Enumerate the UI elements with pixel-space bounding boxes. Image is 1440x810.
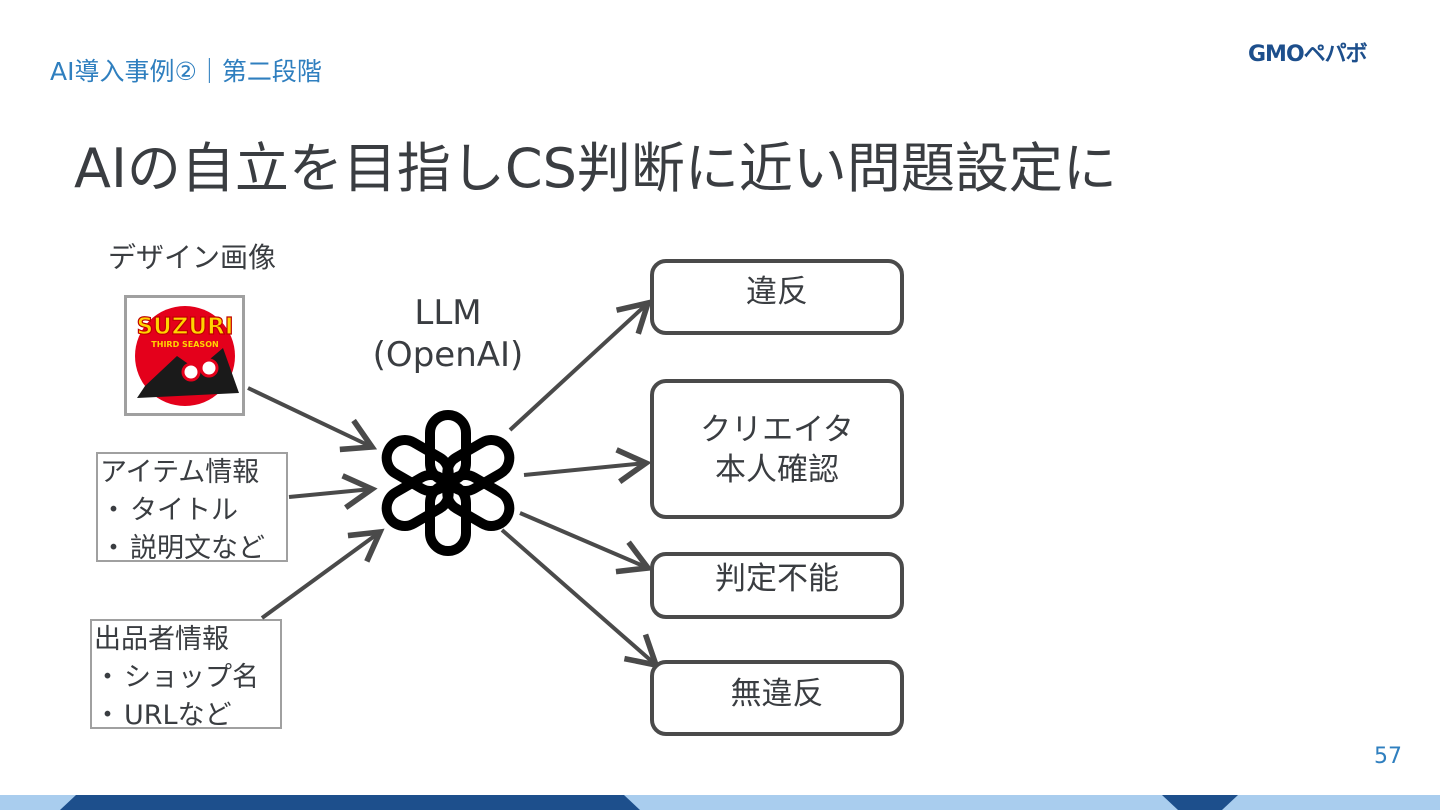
seller-info-bullet: ショップ名 bbox=[124, 662, 259, 693]
output-label: 判定不能 bbox=[715, 561, 839, 597]
arrow-llm-to-violation bbox=[508, 299, 653, 432]
company-logo: GMOペパボ bbox=[1248, 42, 1368, 67]
item-info-bullet: タイトル bbox=[130, 495, 238, 526]
bullet-mark: ・ bbox=[94, 700, 121, 731]
item-info-heading: アイテム情報 bbox=[100, 457, 260, 488]
bullet-mark: ・ bbox=[100, 495, 127, 526]
output-label: 違反 bbox=[746, 274, 808, 310]
arrow-design-to-llm bbox=[247, 386, 378, 453]
output-box-undeterminable: 判定不能 bbox=[650, 552, 904, 619]
seller-info-bullet: URLなど bbox=[124, 700, 232, 731]
output-box-violation: 違反 bbox=[650, 259, 904, 335]
llm-name: LLM bbox=[414, 293, 482, 333]
arrow-llm-to-undeterminable bbox=[519, 511, 654, 575]
openai-logo-icon bbox=[381, 410, 515, 556]
suzuri-subtitle-text: THIRD SEASON bbox=[151, 340, 218, 349]
output-box-creator-verification: クリエイタ 本人確認 bbox=[650, 379, 904, 519]
section-label: AI導入事例②｜第二段階 bbox=[50, 57, 322, 86]
bullet-mark: ・ bbox=[94, 662, 121, 693]
arrow-llm-to-creator-check bbox=[523, 447, 652, 484]
page-number: 57 bbox=[1374, 744, 1402, 769]
suzuri-logo-text: SUZURI bbox=[137, 314, 234, 340]
arrow-llm-to-no-violation bbox=[500, 528, 661, 669]
output-label: 無違反 bbox=[730, 676, 824, 712]
llm-label: LLM (OpenAI) bbox=[360, 292, 536, 376]
seller-info-box: 出品者情報 ・ショップ名 ・URLなど bbox=[90, 619, 282, 731]
output-label: 本人確認 bbox=[715, 452, 839, 488]
item-info-bullet: 説明文など bbox=[130, 533, 265, 564]
design-image-label: デザイン画像 bbox=[108, 241, 277, 274]
bullet-mark: ・ bbox=[100, 533, 127, 564]
llm-provider: (OpenAI) bbox=[372, 335, 524, 375]
arrow-seller-to-llm bbox=[260, 528, 385, 620]
eye-right-shape bbox=[199, 358, 219, 378]
footer-bar bbox=[0, 795, 1440, 810]
arrow-item-to-llm bbox=[288, 473, 378, 510]
design-image: SUZURI THIRD SEASON bbox=[124, 295, 245, 416]
item-info-box: アイテム情報 ・タイトル ・説明文など bbox=[96, 452, 288, 564]
output-box-no-violation: 無違反 bbox=[650, 660, 904, 736]
slide-title: AIの自立を目指しCS判断に近い問題設定に bbox=[74, 137, 1117, 200]
seller-info-heading: 出品者情報 bbox=[94, 624, 229, 655]
eye-left-shape bbox=[181, 362, 201, 382]
output-label: クリエイタ bbox=[700, 412, 854, 448]
